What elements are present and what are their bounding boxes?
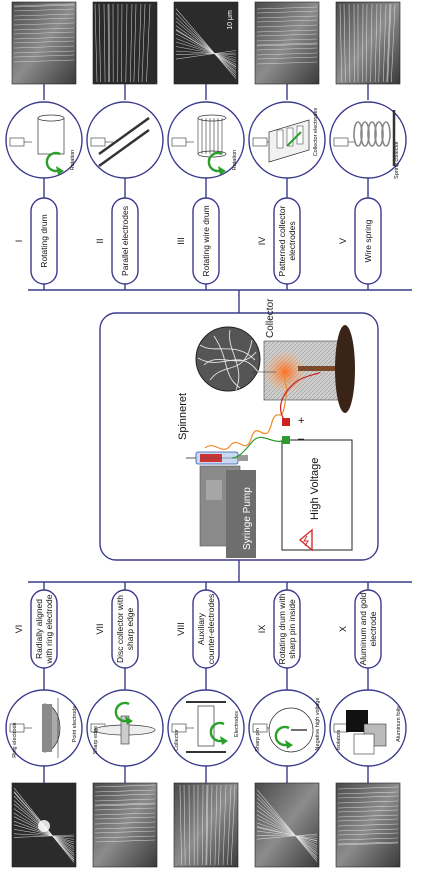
schematic-note-secondary: Aluminum foils: [396, 706, 402, 742]
syringe: Spinneret: [177, 393, 248, 465]
jet-plume: [204, 373, 288, 450]
syringe-pump: Syringe Pump: [199, 465, 256, 558]
collector-disc-base: [335, 325, 355, 413]
method-label: Rotating drum: [39, 214, 49, 267]
collector-rod: [298, 366, 338, 371]
method-label: Patterned collector: [277, 205, 287, 276]
sem-image: [254, 782, 320, 868]
sem-image: [92, 1, 158, 85]
fiber-inset: [195, 326, 276, 392]
collector-label: Collector: [265, 298, 276, 338]
syringe-icon: [252, 137, 268, 147]
method-numeral: II: [95, 238, 105, 243]
method-label: electrodes: [287, 221, 297, 260]
schematic-note: Isolators: [336, 729, 342, 750]
collector-glow: [263, 350, 307, 394]
spinneret-label: Spinneret: [177, 393, 189, 440]
method-numeral: VII: [95, 623, 105, 634]
method-label: Rotating wire drum: [201, 205, 211, 276]
method-label: with ring electrode: [44, 594, 54, 664]
wire-spinneret: [231, 436, 287, 459]
schematic-note-secondary: Point electrode: [72, 706, 78, 743]
method-label: Parallel electrodes: [120, 206, 130, 276]
schematic-note: Rotation: [70, 150, 76, 171]
method-column-ii: II Parallel electrodes: [86, 1, 164, 290]
schematic-note: Ring electrode: [12, 722, 18, 757]
collector-assembly: Collector: [263, 298, 355, 413]
method-numeral: IX: [257, 625, 267, 634]
schematic-note-secondary: Electrodes: [234, 711, 240, 737]
sem-image: [173, 1, 239, 85]
schematic-note: Sharp edge: [93, 726, 99, 754]
rotation-arrow-icon: [209, 721, 225, 743]
method-label: Radially aligned: [34, 599, 44, 659]
method-label: sharp pin inside: [287, 599, 297, 659]
method-numeral: VI: [14, 625, 24, 634]
method-numeral: IV: [257, 237, 267, 246]
rotation-arrow-icon: [207, 151, 223, 173]
rotation-arrow-icon: [114, 701, 130, 723]
rotation-arrow-icon: [274, 725, 290, 747]
syringe-icon: [333, 137, 349, 147]
method-numeral: VIII: [176, 622, 186, 636]
pump-label: Syringe Pump: [242, 487, 253, 550]
method-numeral: V: [338, 238, 348, 244]
method-label: Rotating drum with: [277, 593, 287, 664]
method-numeral: X: [338, 626, 348, 632]
schematic-note: Rotation: [232, 150, 238, 171]
schematic-note: Spring collector: [394, 141, 400, 179]
method-label: sharp edge: [125, 607, 135, 650]
method-numeral: I: [14, 240, 24, 243]
schematic-note: Collector electrodes: [313, 107, 319, 156]
top-bus: [28, 289, 412, 313]
center-panel: Collector Spinneret Syringe Pump: [99, 298, 379, 561]
method-label: Aluminum and gold: [358, 592, 368, 665]
method-label: electrode: [368, 611, 378, 646]
sem-image: [11, 782, 77, 868]
wire-ground: [279, 371, 321, 423]
sem-scale-label: 10 μm: [227, 10, 234, 30]
syringe-icon: [90, 137, 106, 147]
method-label: counter-electrodes: [206, 594, 216, 664]
schematic-note: Sharp pin: [255, 728, 261, 752]
bottom-bus: [28, 560, 412, 583]
hv-plus: +: [298, 415, 304, 427]
schematic-note-secondary: Negative high voltage: [315, 698, 321, 751]
method-numeral: III: [176, 237, 186, 245]
syringe-icon: [171, 137, 187, 147]
hv-label: High Voltage: [309, 458, 321, 520]
method-label: Auxiliary: [196, 612, 206, 645]
schematic-note: Collector: [174, 729, 180, 751]
sem-image: [92, 782, 158, 868]
hv-minus: –: [298, 433, 305, 445]
method-label: Disc collector with: [115, 595, 125, 663]
method-label: Wire spring: [363, 219, 373, 262]
rotation-arrow-icon: [45, 151, 61, 173]
syringe-icon: [9, 137, 25, 147]
